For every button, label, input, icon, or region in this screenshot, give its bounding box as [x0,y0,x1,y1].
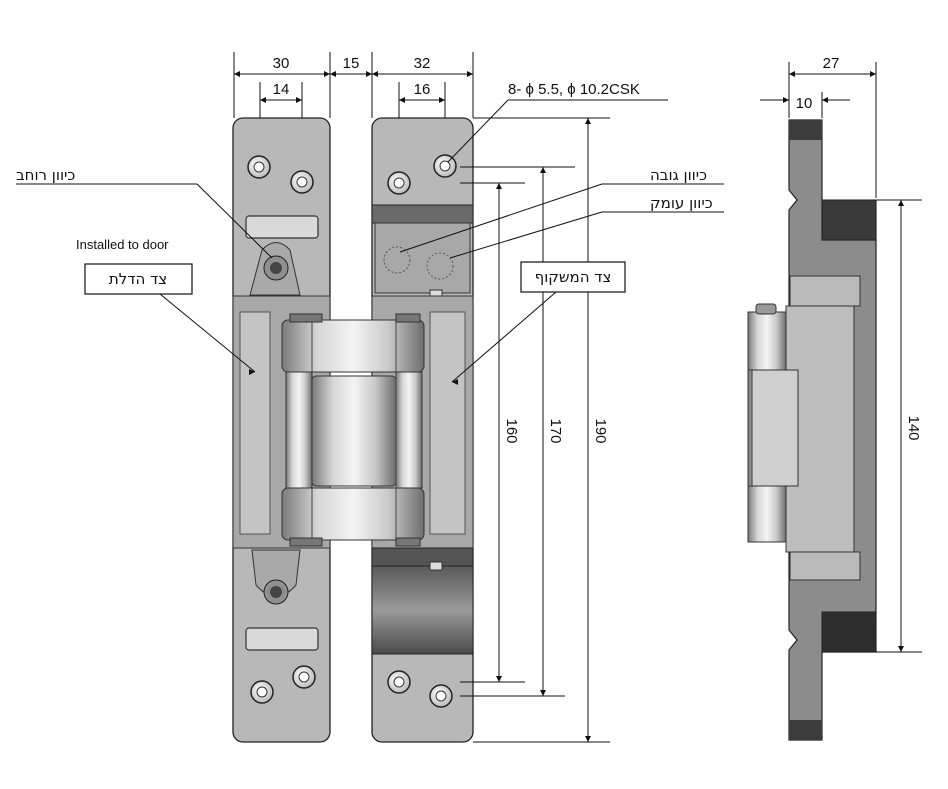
dimension-arrow [789,71,795,77]
label-frame-side: צד המשקוף [535,268,612,286]
dim-32: 32 [414,55,431,72]
holes-leader [447,99,509,163]
dimension-arrow [399,97,405,103]
dim-190: 190 [592,418,609,443]
frame-side-box [520,261,626,293]
dim-10: 10 [796,95,813,112]
leader-height [399,183,603,253]
leader-frame-side [451,291,557,383]
dim-30: 30 [273,55,290,72]
dimension-arrow [324,71,330,77]
dimension-arrow [467,71,473,77]
dimension-arrow [296,97,302,103]
dimension-arrow [870,71,876,77]
dimension-arrow [822,97,828,103]
label-door-side: צד הדלת [109,270,167,288]
label-depth-adjust: כיוון עומק [650,194,713,212]
dim-27: 27 [823,55,840,72]
dim-160: 160 [503,418,520,443]
dim-holes: 8- ϕ 5.5, ϕ 10.2CSK [508,81,640,98]
dimension-arrow [540,690,546,696]
dimension-arrow [452,379,458,385]
dimension-arrow [234,71,240,77]
frame-screw-holes [387,154,457,708]
label-installed-to-door: Installed to door [76,237,169,252]
leader-door-side [159,293,256,373]
dimension-arrow [585,736,591,742]
dimension-arrow [439,97,445,103]
dim-16: 16 [414,81,431,98]
dimension-arrow [330,71,336,77]
dimension-lines [16,52,922,743]
door-side-box [84,263,193,295]
dimension-arrow [249,369,255,375]
dimension-arrow [585,118,591,124]
dimension-arrow [898,646,904,652]
side-view [747,119,877,741]
label-height-adjust: כיוון גובה [650,166,707,184]
dim-140: 140 [905,415,922,440]
dim-15: 15 [343,55,360,72]
dimension-arrow [366,71,372,77]
door-screw-holes [247,155,316,704]
dimension-arrow [898,200,904,206]
dim-170: 170 [547,418,564,443]
leader-width [196,183,273,259]
dim-14: 14 [273,81,290,98]
dimension-arrow [496,676,502,682]
hinge-knuckle [281,313,425,547]
dimension-arrow [372,71,378,77]
dimension-arrow [260,97,266,103]
label-width-adjust: כיוון רוחב [16,166,75,184]
leader-depth [449,211,603,259]
dimension-arrow [496,183,502,189]
dimension-arrow [540,167,546,173]
dimension-arrow [783,97,789,103]
